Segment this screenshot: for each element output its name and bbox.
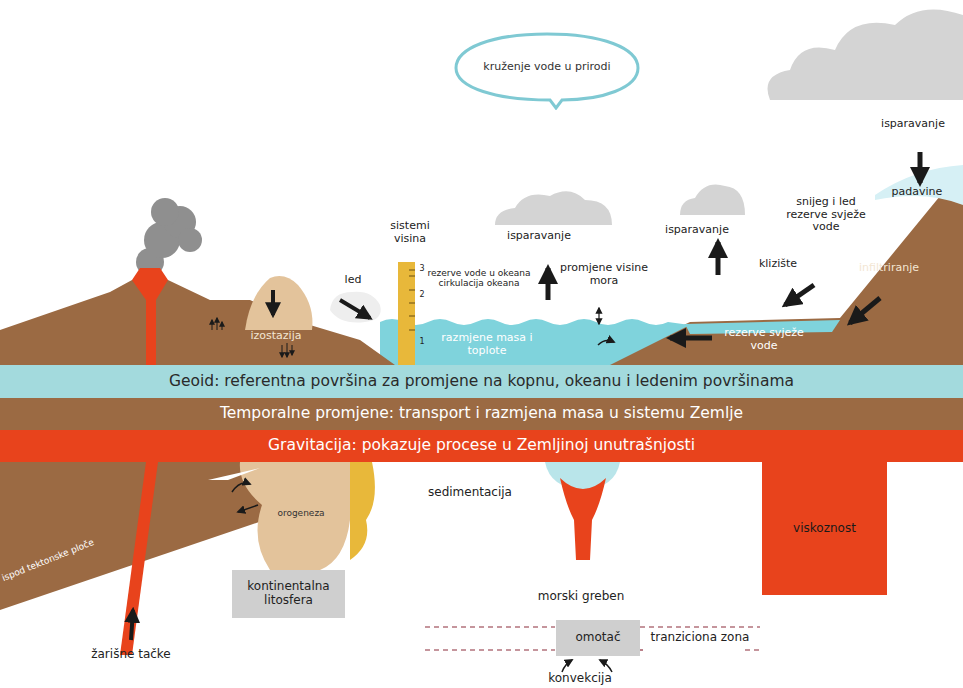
label-text: sistemi visina bbox=[378, 220, 442, 245]
convection-arrows bbox=[562, 660, 612, 672]
node-text: kontinentalna litosfera bbox=[240, 580, 337, 608]
label-text: žarišne tačke bbox=[86, 648, 176, 662]
mantle-box: omotač bbox=[556, 620, 640, 656]
ridge-magma bbox=[560, 478, 606, 560]
node-text: Gravitacija: pokazuje procese u Zemljino… bbox=[268, 437, 695, 455]
viscosity-block bbox=[762, 462, 887, 595]
geoid-band: Geoid: referentna površina za promjene n… bbox=[0, 365, 963, 398]
label-text: morski greben bbox=[516, 590, 646, 604]
plume-arrow bbox=[131, 610, 133, 640]
label-text: klizište bbox=[742, 258, 814, 271]
label-text: razmjene masa i toplote bbox=[422, 332, 552, 357]
scale-number: 1 bbox=[416, 337, 428, 346]
wedge bbox=[208, 468, 260, 480]
label-text: izostazija bbox=[238, 330, 314, 343]
subduction-arrow bbox=[238, 505, 258, 512]
lava bbox=[132, 268, 168, 365]
scale-number: 3 bbox=[416, 264, 428, 273]
speech-bubble: kruženje vode u prirodi bbox=[452, 30, 642, 110]
label-text: ispod tektonske ploče bbox=[0, 537, 96, 584]
viscosity-label-box: viskoznost bbox=[762, 462, 887, 595]
process-arrows bbox=[212, 152, 920, 357]
height-ruler bbox=[398, 262, 415, 365]
label-text: orogeneza bbox=[270, 508, 332, 518]
ocean bbox=[380, 319, 690, 365]
label-text: sedimentacija bbox=[415, 486, 525, 500]
label-text: led bbox=[336, 274, 370, 287]
label-text: padavine bbox=[874, 186, 960, 199]
label-text: tranziciona zona bbox=[648, 631, 752, 645]
node-text: kruženje vode u prirodi bbox=[483, 61, 610, 74]
mountain bbox=[245, 276, 312, 330]
label-text: isparavanje bbox=[866, 118, 960, 131]
subduction-arrow bbox=[232, 483, 250, 492]
node-text: Temporalne promjene: transport i razmjen… bbox=[220, 405, 743, 423]
ice bbox=[330, 292, 381, 323]
hotspot-plume bbox=[120, 462, 158, 655]
gravity-band: Gravitacija: pokazuje procese u Zemljino… bbox=[0, 430, 963, 462]
temporal-band: Temporalne promjene: transport i razmjen… bbox=[0, 398, 963, 430]
ruler-ticks bbox=[409, 270, 415, 330]
label-text: isparavanje bbox=[650, 224, 744, 237]
scale-number: 2 bbox=[416, 290, 428, 299]
ridge-water bbox=[545, 462, 620, 490]
node-text: viskoznost bbox=[793, 522, 856, 536]
orogen bbox=[240, 462, 367, 570]
label-text: rezerve vode u okeana cirkulacija okeana bbox=[424, 268, 534, 289]
node-text: omotač bbox=[575, 631, 620, 645]
orogen-edge bbox=[350, 462, 375, 560]
label-text: infiltriranje bbox=[846, 262, 932, 275]
label-text: isparavanje bbox=[492, 230, 586, 243]
label-text: snijeg i led rezerve svježe vode bbox=[776, 196, 876, 234]
label-text: rezerve svježe vode bbox=[716, 327, 812, 352]
lithosphere-box: kontinentalna litosfera bbox=[232, 570, 345, 618]
smoke bbox=[136, 198, 202, 276]
node-text: Geoid: referentna površina za promjene n… bbox=[169, 373, 794, 391]
land bbox=[0, 280, 395, 365]
label-text: promjene visine mora bbox=[560, 262, 648, 287]
label-text: konvekcija bbox=[530, 672, 630, 686]
